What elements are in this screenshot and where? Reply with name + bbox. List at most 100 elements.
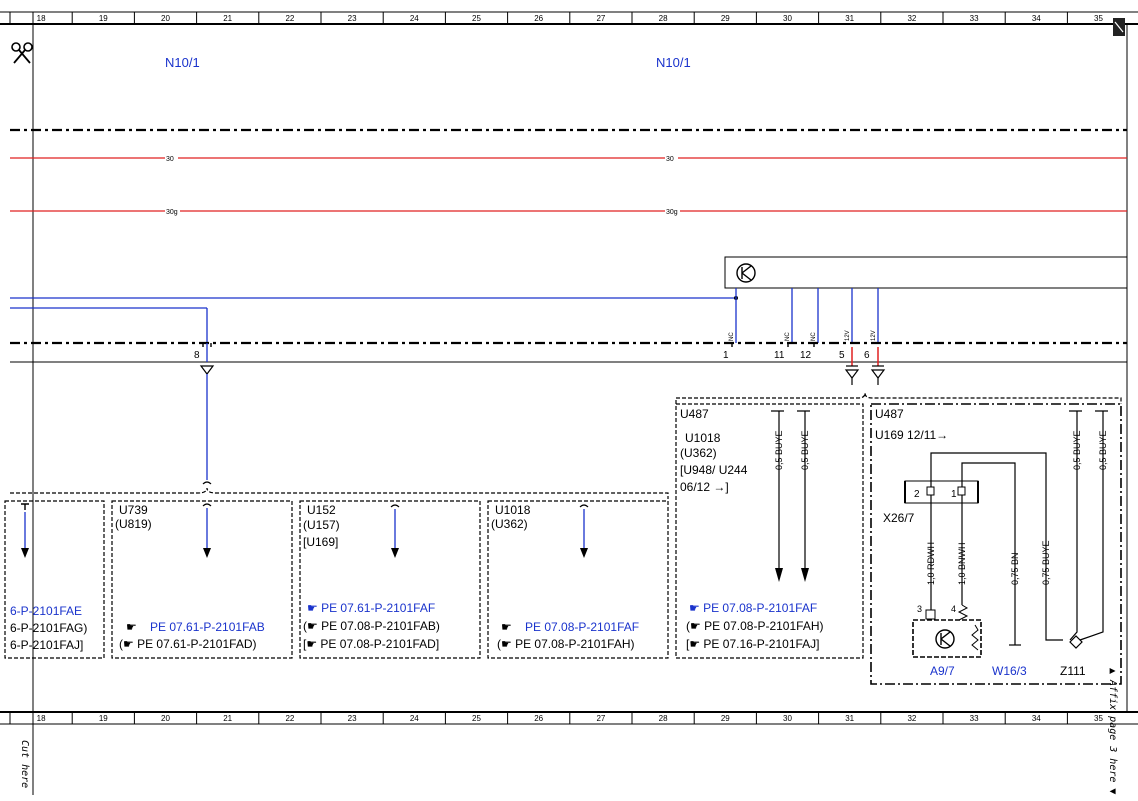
- ref-col3-1[interactable]: (☛ PE 07.08-P-2101FAB): [303, 619, 440, 633]
- ref-col5-0[interactable]: ☛ PE 07.08-P-2101FAF: [689, 601, 817, 615]
- ruler-label-bottom: 21: [223, 714, 232, 723]
- label-u487b: U487 U169 12/11→: [875, 407, 948, 442]
- pin-5: 5: [839, 350, 845, 361]
- refs-col3: ☛ PE 07.61-P-2101FAF (☛ PE 07.08-P-2101F…: [303, 601, 440, 651]
- page-corner-icon: [1113, 18, 1125, 36]
- ruler-label-bottom: 26: [534, 714, 543, 723]
- label-a9-7: A9/7: [930, 664, 955, 678]
- wire-buye-2: 0,5 BUYE: [800, 430, 810, 470]
- transistor-module-box: [724, 256, 1128, 289]
- variant-box-u487b: [870, 403, 1122, 685]
- x26-label: X26/7: [883, 511, 915, 525]
- label-u152: U152 (U157) [U169]: [303, 503, 343, 549]
- label-u487a: U487 U1018 (U362) [U948/ U244 06/12 →]: [680, 407, 751, 494]
- x26-pin2: 2: [914, 489, 920, 500]
- ruler-label-top: 34: [1032, 14, 1041, 23]
- ruler-label-top: 18: [37, 14, 46, 23]
- variant-bracket-right: [675, 392, 1122, 404]
- rail-30-label-left: 30: [166, 156, 174, 163]
- ruler-label-top: 33: [970, 14, 979, 23]
- wire-bnwh: 1,0 BNWH: [957, 542, 967, 585]
- variant-box-u152: [299, 500, 481, 659]
- ruler-label-bottom: 29: [721, 714, 730, 723]
- variant-box-u487a: [675, 403, 864, 659]
- ref-col1-2[interactable]: 6-P-2101FAJ]: [10, 638, 83, 652]
- pin1-nc: NC: [729, 332, 735, 341]
- ref-col1-0[interactable]: 6-P-2101FAE: [10, 604, 82, 618]
- ruler-label-top: 21: [223, 14, 232, 23]
- hand-pointer-icon: ☛: [126, 620, 137, 634]
- rail-30g-label-left: 30g: [166, 209, 178, 216]
- pin-stubs: [202, 343, 815, 347]
- ruler-label-top: 22: [285, 14, 294, 23]
- ruler-label-top: 23: [348, 14, 357, 23]
- a9-transistor-icon: [935, 629, 955, 649]
- ruler-label-bottom: 35: [1094, 714, 1103, 723]
- connector-pin6: [870, 347, 886, 385]
- refs-col2: ☛ PE 07.61-P-2101FAB (☛ PE 07.61-P-2101F…: [119, 620, 265, 651]
- ruler-label-bottom: 32: [907, 714, 916, 723]
- ruler-label-top: 20: [161, 14, 170, 23]
- label-w16-3: W16/3: [992, 664, 1027, 678]
- connector-x26-7: 2 1 X26/7: [883, 480, 979, 525]
- pin12-nc: NC: [811, 332, 817, 341]
- wire-rdwh: 1,0 RDWH: [926, 542, 936, 585]
- wire-buye-1: 0,5 BUYE: [774, 430, 784, 470]
- variant-box-1: [4, 500, 105, 659]
- variant-arrows: [21, 503, 589, 558]
- ruler-label-top: 26: [534, 14, 543, 23]
- pin-6: 6: [864, 350, 870, 361]
- component-n10-right: N10/1: [656, 55, 691, 70]
- ruler-label-top: 35: [1094, 14, 1103, 23]
- rail-30g-label-right: 30g: [666, 209, 678, 216]
- component-n10-left: N10/1: [165, 55, 200, 70]
- ref-col4-1[interactable]: (☛ PE 07.08-P-2101FAH): [497, 637, 634, 651]
- ref-col3-2[interactable]: [☛ PE 07.08-P-2101FAD]: [303, 637, 439, 651]
- ruler-label-top: 31: [845, 14, 854, 23]
- ref-col3-0[interactable]: ☛ PE 07.61-P-2101FAF: [307, 601, 435, 615]
- label-u739: U739 (U819): [115, 503, 152, 531]
- ruler-label-top: 24: [410, 14, 419, 23]
- ruler-label-top: 30: [783, 14, 792, 23]
- ruler-label-bottom: 33: [970, 714, 979, 723]
- label-z111: Z111: [1060, 664, 1086, 678]
- arrow-u487a-2: [801, 568, 809, 582]
- splice-z111: [1069, 635, 1083, 649]
- ref-col2-1[interactable]: (☛ PE 07.61-P-2101FAD): [119, 637, 256, 651]
- refs-col1: 6-P-2101FAE 6-P-2101FAG) 6-P-2101FAJ]: [10, 604, 87, 652]
- ref-col1-1[interactable]: 6-P-2101FAG): [10, 621, 87, 635]
- ruler-label-top: 32: [907, 14, 916, 23]
- variant-box-u1018: [487, 500, 669, 659]
- a9-pin3: 3: [917, 604, 922, 614]
- wire-buye-075: 0,75 BUYE: [1041, 540, 1051, 585]
- ruler-label-bottom: 28: [659, 714, 668, 723]
- u487b-wires: [930, 410, 1108, 646]
- transistor-icon: [736, 263, 756, 283]
- ref-col5-2[interactable]: [☛ PE 07.16-P-2101FAJ]: [686, 637, 820, 651]
- arrow-u487a-1: [775, 568, 783, 582]
- ruler-label-top: 25: [472, 14, 481, 23]
- pin-11: 11: [774, 350, 785, 361]
- pin11-nc: NC: [785, 332, 791, 341]
- rail-30-label-right: 30: [666, 156, 674, 163]
- wire-bn: 0,75 BN: [1010, 552, 1020, 585]
- pin5-12v: 12V: [845, 330, 851, 341]
- ruler-label-top: 27: [596, 14, 605, 23]
- scissors-icon: [11, 42, 33, 64]
- refs-col5: ☛ PE 07.08-P-2101FAF (☛ PE 07.08-P-2101F…: [686, 601, 823, 651]
- ref-col4-0[interactable]: PE 07.08-P-2101FAF: [525, 620, 639, 634]
- wire-buye-3: 0,5 BUYE: [1072, 430, 1082, 470]
- ref-col5-1[interactable]: (☛ PE 07.08-P-2101FAH): [686, 619, 823, 633]
- affix-here-label: ▲ Affix page 3 here ▼: [1107, 668, 1118, 794]
- x26-pin1: 1: [951, 489, 957, 500]
- variant-bracket-left: [10, 487, 669, 499]
- ruler-label-top: 29: [721, 14, 730, 23]
- rail-30g: 30g 30g: [10, 209, 1127, 216]
- ruler-label-bottom: 27: [596, 714, 605, 723]
- ref-col2-0[interactable]: PE 07.61-P-2101FAB: [150, 620, 265, 634]
- ruler-label-bottom: 22: [285, 714, 294, 723]
- pin-1: 1: [723, 350, 729, 361]
